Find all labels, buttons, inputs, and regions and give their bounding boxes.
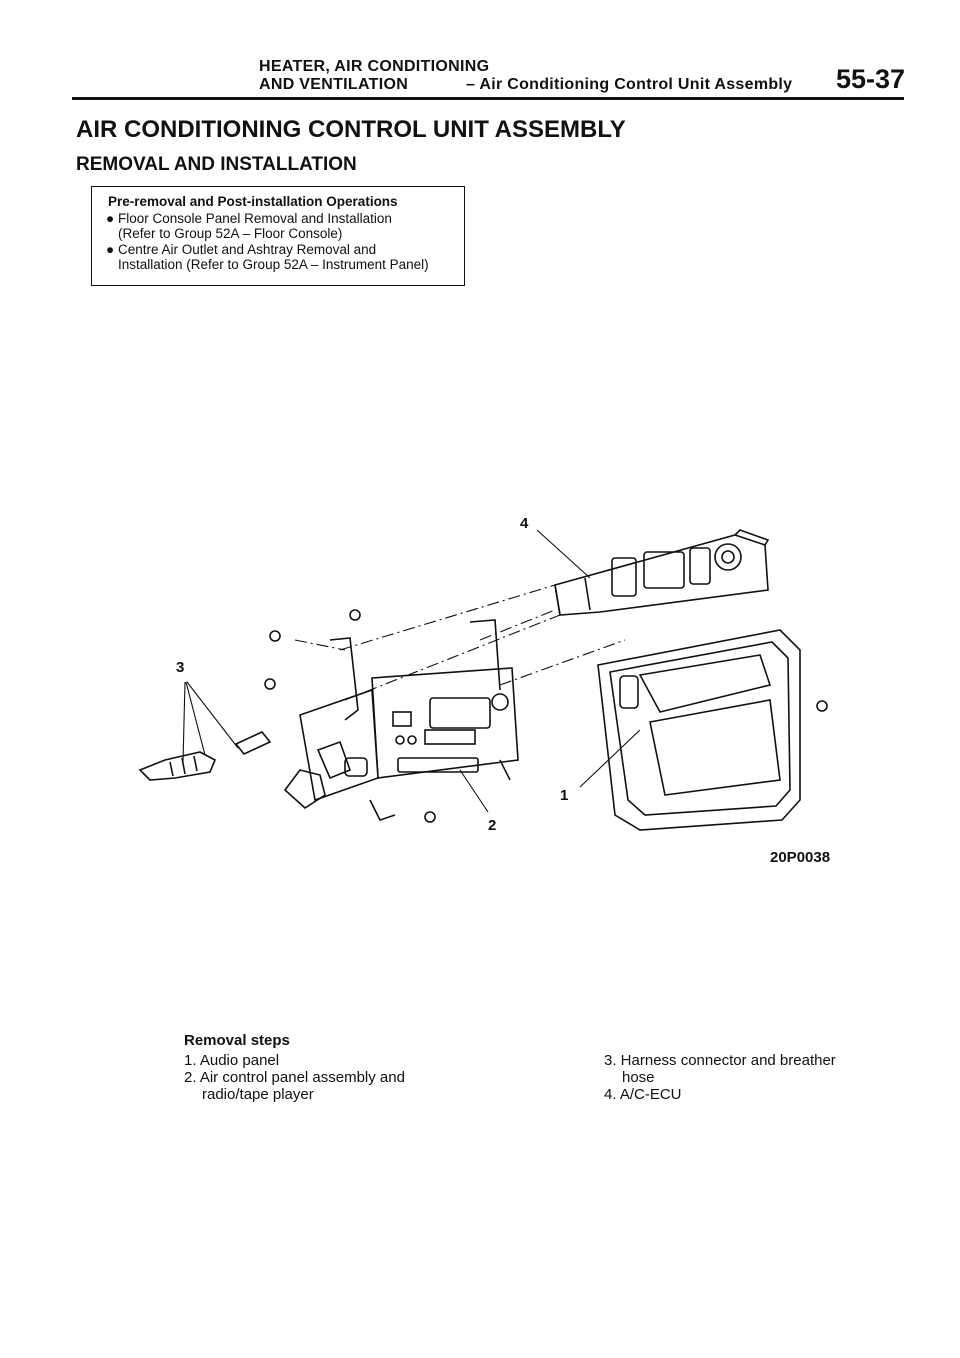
- section-title-line2: AND VENTILATION: [259, 76, 409, 93]
- callout-3: 3: [176, 659, 184, 676]
- removal-step-text: 1. Audio panel: [184, 1052, 280, 1069]
- section-title-line1: HEATER, AIR CONDITIONING: [259, 58, 490, 75]
- removal-step-text: 2. Air control panel assembly and: [184, 1069, 405, 1086]
- callout-1: 1: [560, 787, 568, 804]
- removal-step-continuation: hose: [622, 1069, 655, 1086]
- callout-4: 4: [520, 515, 529, 532]
- figure-code: 20P0038: [770, 849, 831, 866]
- removal-step: 2. Air control panel assembly and radio/…: [184, 1069, 405, 1103]
- bullet-icon: ●: [106, 242, 115, 257]
- page-title: AIR CONDITIONING CONTROL UNIT ASSEMBLY: [76, 116, 626, 143]
- removal-step: 4. A/C-ECU: [604, 1086, 682, 1103]
- page-number: 55-37: [836, 64, 906, 94]
- operations-box: Pre-removal and Post-installation Operat…: [91, 186, 465, 286]
- operation-item-line1: Centre Air Outlet and Ashtray Removal an…: [118, 242, 377, 257]
- removal-step-text: 4. A/C-ECU: [604, 1086, 682, 1103]
- operation-item-line1: Floor Console Panel Removal and Installa…: [118, 211, 392, 226]
- leader-lines: [182, 529, 641, 813]
- operations-heading: Pre-removal and Post-installation Operat…: [108, 194, 398, 209]
- removal-step: 3. Harness connector and breather hose: [604, 1052, 836, 1086]
- assembly-lines: [294, 584, 626, 701]
- operation-item-line2: (Refer to Group 52A – Floor Console): [118, 226, 343, 241]
- removal-step-continuation: radio/tape player: [202, 1086, 314, 1103]
- air-control-panel-radio: [283, 619, 519, 821]
- subsection-title: – Air Conditioning Control Unit Assembly: [466, 76, 793, 93]
- ac-ecu-unit: [554, 529, 770, 616]
- operation-item-line2: Installation (Refer to Group 52A – Instr…: [118, 257, 429, 272]
- screw-icons: [264, 609, 828, 823]
- removal-step-text: 3. Harness connector and breather: [604, 1052, 836, 1069]
- header-rule: [72, 97, 904, 100]
- bullet-icon: ●: [106, 211, 115, 226]
- harness-connector: [138, 731, 272, 781]
- audio-panel: [597, 629, 801, 831]
- removal-steps-heading: Removal steps: [184, 1032, 290, 1049]
- removal-step: 1. Audio panel: [184, 1052, 279, 1069]
- exploded-view-illustration: 4 3 2 1: [138, 515, 828, 834]
- callout-2: 2: [488, 817, 496, 834]
- section-title: HEATER, AIR CONDITIONING AND VENTILATION: [259, 58, 489, 94]
- section-subtitle: REMOVAL AND INSTALLATION: [76, 154, 357, 175]
